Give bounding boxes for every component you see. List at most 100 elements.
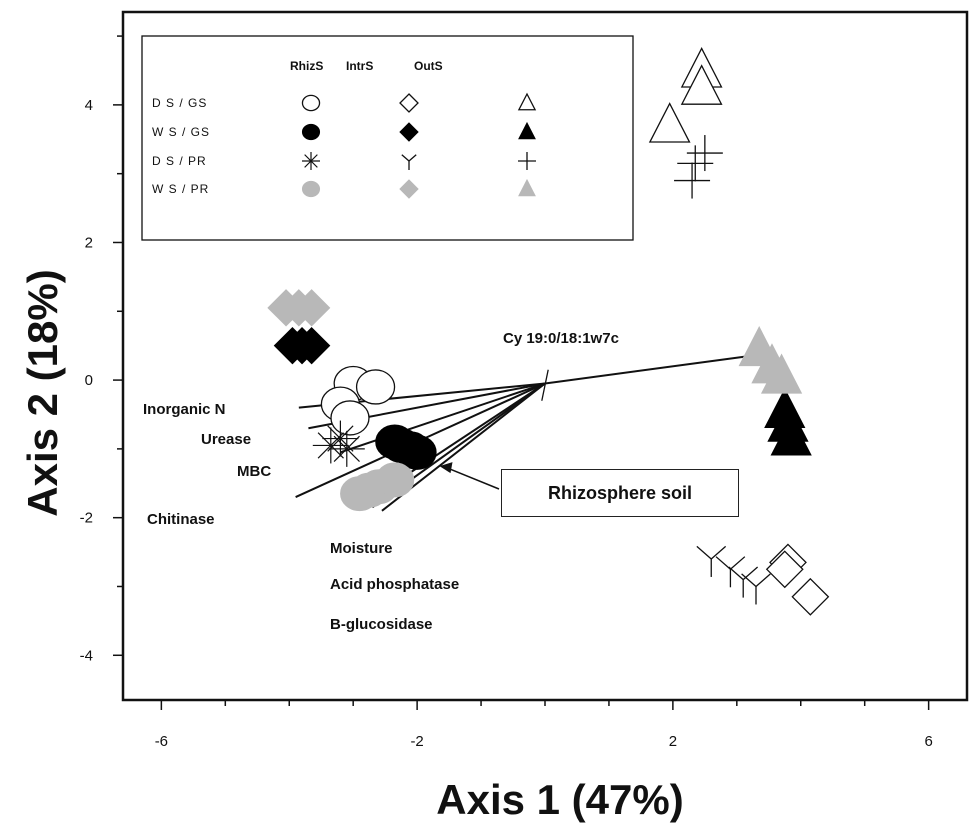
triangle-mark [517, 92, 537, 111]
vector-label-acid-phosphatase: Acid phosphatase [330, 576, 459, 593]
marker-diamond-open [399, 93, 419, 113]
vector-label-cy: Cy 19:0/18:1w7c [503, 330, 619, 347]
marker-diamond-filled [292, 326, 331, 365]
circle-mark [381, 427, 421, 463]
diamond-mark [292, 289, 331, 327]
vector-line [544, 355, 750, 385]
vector-label-chitinase: Chitinase [147, 511, 215, 528]
marker-y [401, 154, 417, 170]
diamond-mark [399, 122, 419, 142]
legend-box [141, 35, 634, 241]
vector-label-b-glucosidase: B-glucosidase [330, 616, 433, 633]
y-arm [741, 573, 757, 587]
y-arm [755, 573, 771, 587]
circle-mark [301, 94, 321, 112]
marker-plus [518, 152, 536, 170]
legend-row-label: W S / PR [152, 182, 209, 196]
marker-plus [674, 162, 711, 199]
asterisk-stroke [317, 432, 344, 459]
marker-triangle-filled [518, 121, 536, 140]
legend-row-label: D S / GS [152, 96, 207, 110]
legend-column-label: RhizS [290, 59, 323, 73]
vector-label-moisture: Moisture [330, 540, 393, 557]
legend-row-label: W S / GS [152, 125, 210, 139]
triangle-mark [680, 64, 723, 105]
diamond-mark [399, 179, 419, 199]
marker-plus [677, 145, 714, 182]
legend-row-label: D S / PR [152, 154, 207, 168]
marker-circle-grey [375, 462, 415, 498]
triangle-mark [518, 178, 536, 197]
marker-diamond-grey [292, 289, 331, 327]
y-tick-label: -2 [80, 510, 93, 527]
asterisk-stroke [333, 435, 360, 463]
marker-asterisk [328, 430, 365, 467]
marker-asterisk [302, 152, 320, 170]
diamond-mark [399, 93, 419, 113]
marker-circle-open [355, 369, 396, 405]
marker-circle-filled [381, 427, 421, 463]
diamond-mark [765, 550, 804, 589]
triangle-mark [760, 353, 803, 394]
marker-triangle-open [517, 92, 537, 111]
y-arm [710, 545, 727, 560]
triangle-mark [518, 121, 536, 140]
marker-diamond-open [791, 577, 830, 616]
y-arm [715, 556, 731, 570]
y-arm [696, 545, 712, 560]
marker-circle-open [330, 400, 370, 436]
diamond-mark [292, 326, 331, 365]
marker-triangle-grey [760, 353, 803, 394]
x-tick-label: 2 [669, 733, 677, 750]
vector-label-inorganic-n: Inorganic N [143, 401, 226, 418]
y-arm [401, 154, 410, 162]
legend-column-label: IntrS [346, 59, 373, 73]
marker-plus [686, 135, 723, 172]
marker-diamond-filled [399, 122, 419, 142]
x-tick-label: -2 [410, 733, 423, 750]
asterisk-stroke [304, 154, 318, 168]
marker-diamond-open [765, 550, 804, 589]
marker-y [696, 545, 727, 577]
y-tick-label: 0 [85, 372, 93, 389]
marker-y [715, 556, 746, 588]
y-axis-label: Axis 2 (18%) [19, 269, 66, 517]
circle-mark [355, 369, 396, 405]
diamond-mark [791, 577, 830, 616]
y-tick-label: -4 [80, 647, 93, 664]
x-tick-label: -6 [155, 733, 168, 750]
marker-y [741, 573, 771, 605]
vector-line [340, 382, 546, 454]
vector-label-urease: Urease [201, 431, 251, 448]
y-arm [728, 566, 744, 581]
marker-diamond-grey [399, 179, 419, 199]
marker-triangle-open [680, 64, 723, 105]
vector-origin-tick [541, 369, 549, 401]
callout-arrow-head [439, 462, 453, 474]
marker-circle-open [301, 94, 321, 112]
callout-arrow-line [447, 467, 500, 490]
marker-asterisk [312, 427, 349, 464]
vector-label-mbc: MBC [237, 463, 271, 480]
x-axis-label: Axis 1 (47%) [436, 776, 684, 823]
triangle-mark [770, 415, 812, 456]
marker-triangle-grey [518, 178, 536, 197]
marker-asterisk [322, 420, 359, 457]
x-tick-label: 6 [924, 733, 932, 750]
y-tick-label: 4 [85, 97, 93, 114]
triangle-mark [648, 102, 691, 143]
legend-column-label: OutS [414, 59, 443, 73]
marker-triangle-filled [770, 415, 812, 456]
circle-mark [301, 180, 321, 198]
y-arm [729, 556, 746, 570]
marker-circle-filled [301, 123, 321, 141]
y-axis-label-wrap: Axis 2 (18%) [8, 208, 78, 578]
y-arm [408, 154, 417, 162]
marker-circle-grey [301, 180, 321, 198]
circle-mark [375, 462, 415, 498]
circle-mark [330, 400, 370, 436]
marker-y [728, 566, 759, 598]
marker-triangle-open [648, 102, 691, 143]
rhizosphere-soil-callout: Rhizosphere soil [501, 469, 739, 517]
